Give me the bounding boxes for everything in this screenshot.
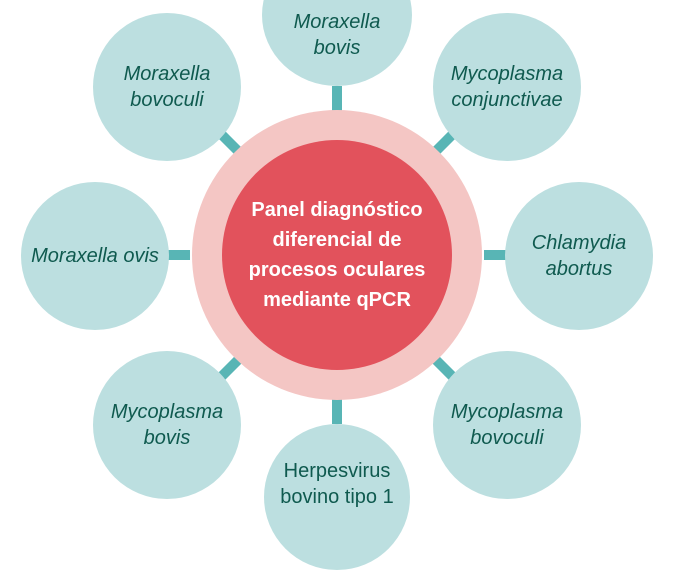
connector-moraxella-bovis: [332, 86, 342, 112]
node-herpesvirus-bovino: Herpesvirus bovino tipo 1: [264, 424, 410, 570]
node-mycoplasma-bovoculi: Mycoplasma bovoculi: [433, 351, 581, 499]
node-mycoplasma-bovis: Mycoplasma bovis: [93, 351, 241, 499]
diagnostic-panel-diagram: Panel diagnóstico diferencial de proceso…: [21, 0, 653, 570]
node-moraxella-bovis: Moraxella bovis: [262, 0, 412, 86]
node-mycoplasma-conjunctivae: Mycoplasma conjunctivae: [433, 13, 581, 161]
node-label: Moraxella bovis: [293, 11, 381, 59]
node-label: Mycoplasma bovis: [110, 401, 224, 449]
center-circle: Panel diagnóstico diferencial de proceso…: [222, 140, 452, 370]
connector-moraxella-ovis: [162, 250, 190, 260]
center-label: Panel diagnóstico diferencial de proceso…: [248, 199, 426, 311]
node-label: Moraxella ovis: [31, 245, 159, 267]
connector-herpesvirus-bovino: [332, 398, 342, 424]
node-label: Mycoplasma conjunctivae: [450, 63, 564, 111]
connector-chlamydia-abortus: [484, 250, 512, 260]
node-moraxella-bovoculi: Moraxella bovoculi: [93, 13, 241, 161]
node-label: Herpesvirus bovino tipo 1: [280, 460, 394, 508]
node-moraxella-ovis: Moraxella ovis: [21, 182, 169, 330]
node-label: Mycoplasma bovoculi: [450, 401, 564, 449]
node-chlamydia-abortus: Chlamydia abortus: [505, 182, 653, 330]
node-label: Chlamydia abortus: [531, 232, 627, 280]
node-label: Moraxella bovoculi: [123, 63, 211, 111]
